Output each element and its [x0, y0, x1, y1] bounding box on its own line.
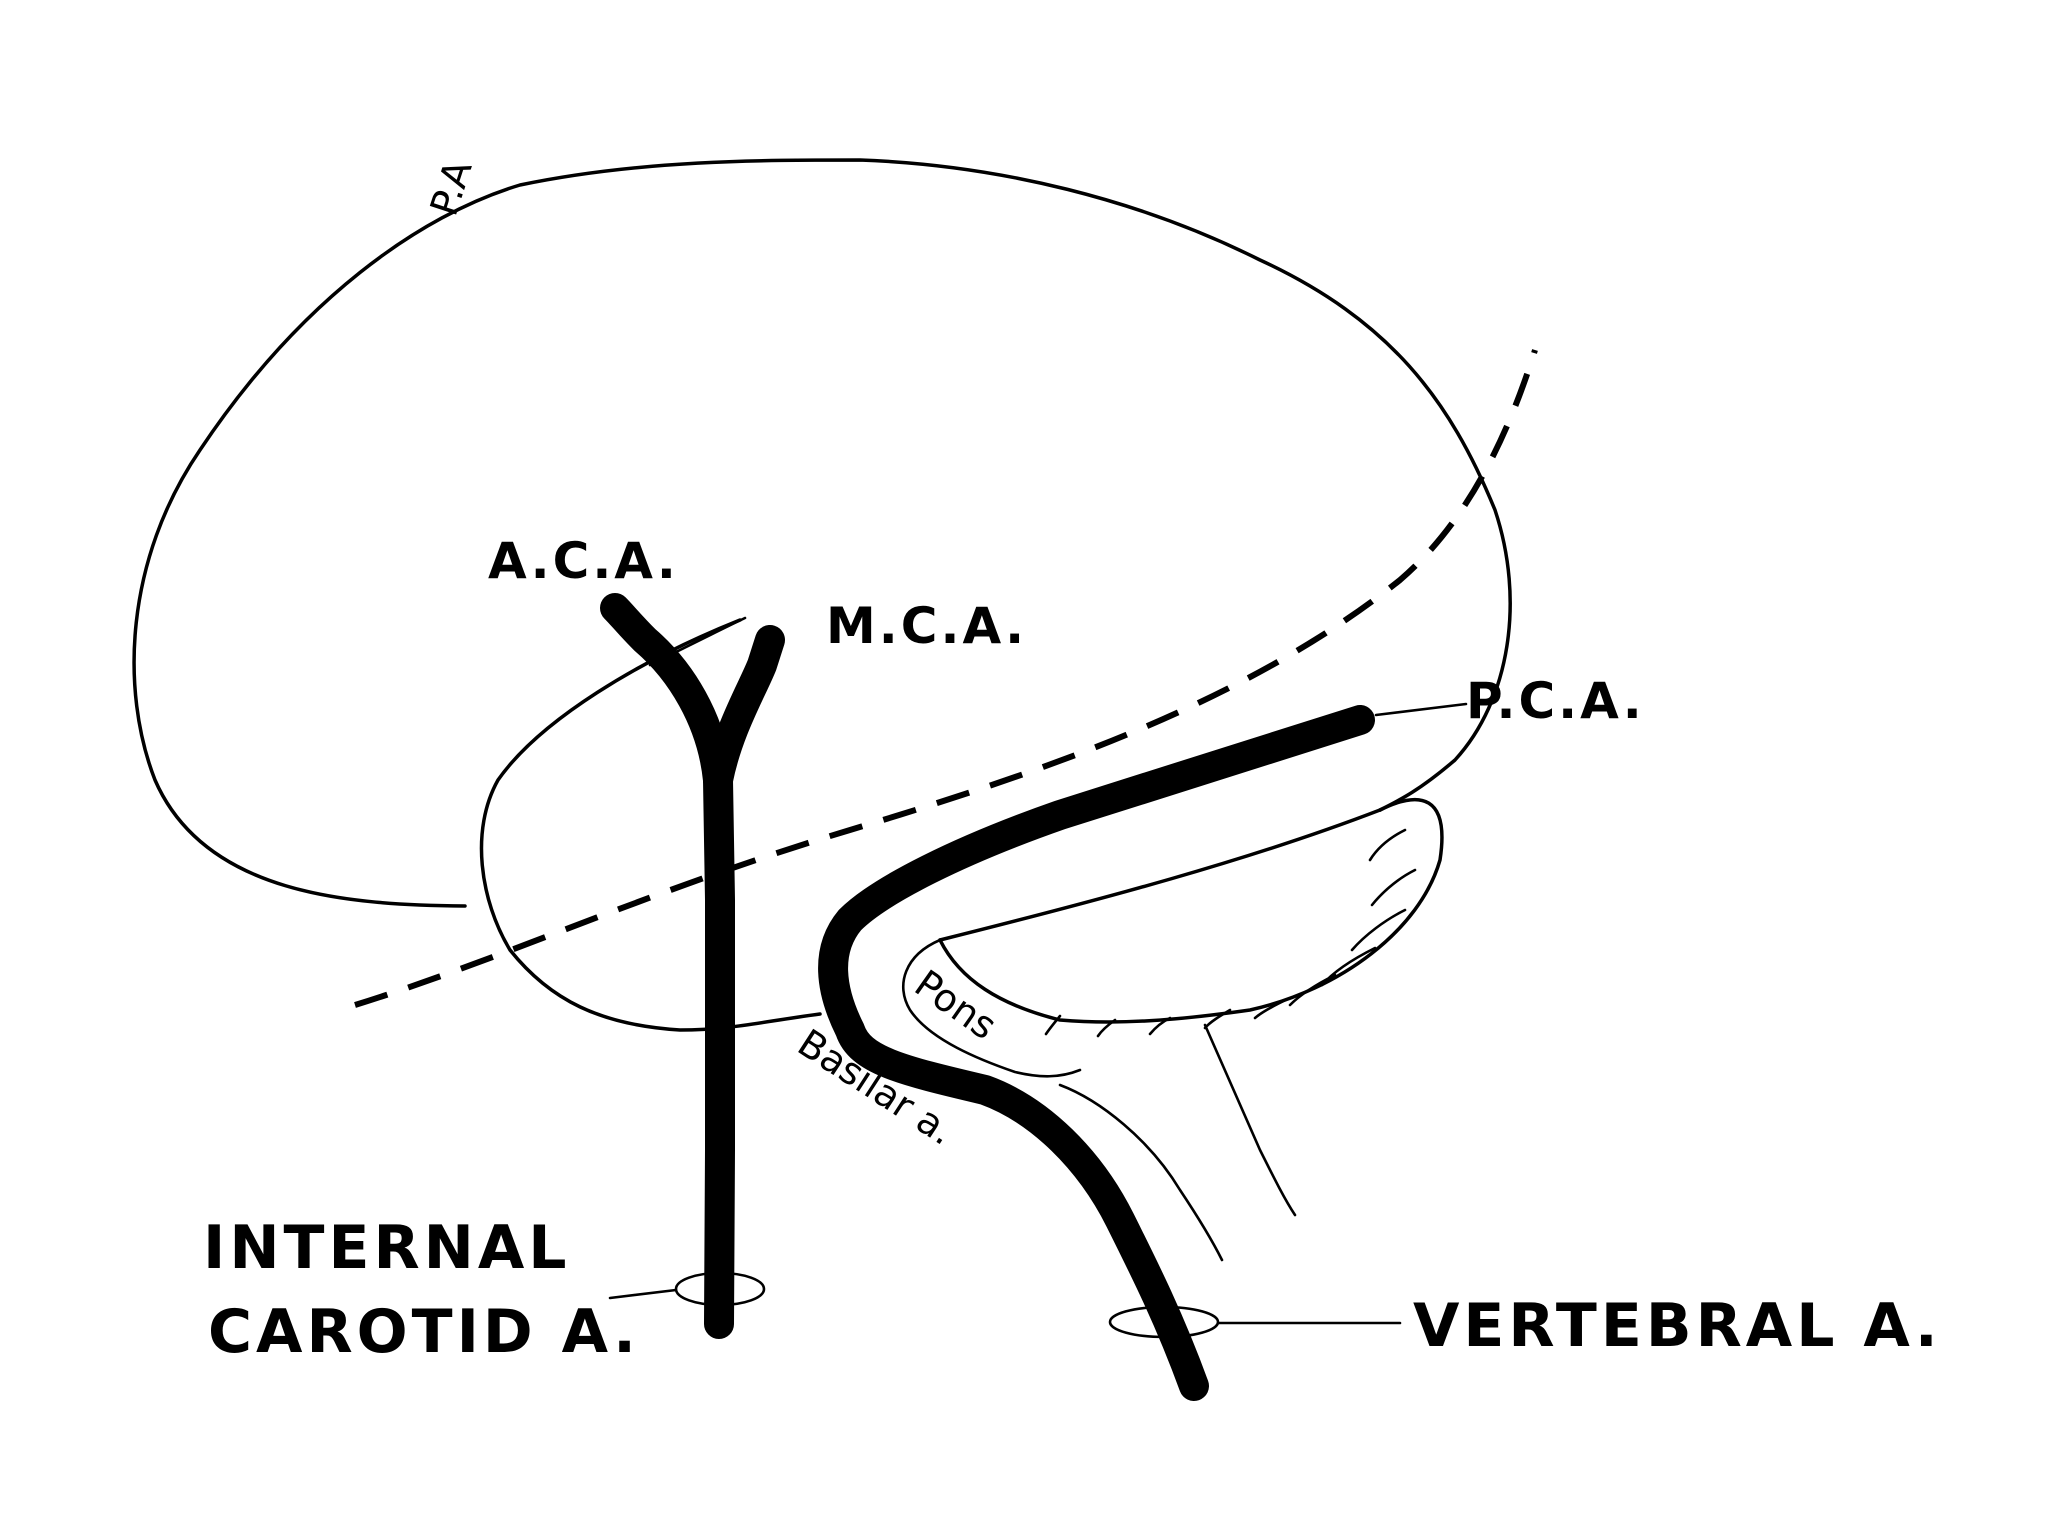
leader-internal-carotid [608, 1288, 678, 1300]
middle-cerebral-artery [703, 625, 785, 795]
cerebrum-outline [132, 158, 1512, 908]
brainstem-anterior [1058, 1083, 1224, 1262]
territory-boundary-dashed [354, 349, 1538, 1008]
label-aca: A.C.A. [488, 532, 679, 590]
internal-carotid-artery [703, 765, 735, 1339]
label-vertebral: VERTEBRAL A. [1413, 1291, 1942, 1361]
label-ppa: P.A [422, 155, 481, 221]
label-mca: M.C.A. [826, 597, 1027, 655]
label-carotid: CAROTID A. [208, 1297, 640, 1367]
label-pca: P.C.A. [1466, 672, 1645, 730]
leader-pca [1374, 702, 1468, 717]
cerebellum-base [938, 808, 1382, 942]
brainstem-posterior [1203, 1023, 1297, 1217]
cerebellum-outline [938, 797, 1444, 1024]
cerebellum-folia [1044, 828, 1417, 1038]
label-pons: Pons [907, 961, 1005, 1048]
label-internal: INTERNAL [203, 1213, 571, 1283]
vertebral-basilar-pca [818, 705, 1375, 1401]
temporal-lobe-outline [479, 618, 822, 1032]
anterior-cerebral-artery [600, 593, 733, 795]
pons-outline [901, 938, 1082, 1078]
